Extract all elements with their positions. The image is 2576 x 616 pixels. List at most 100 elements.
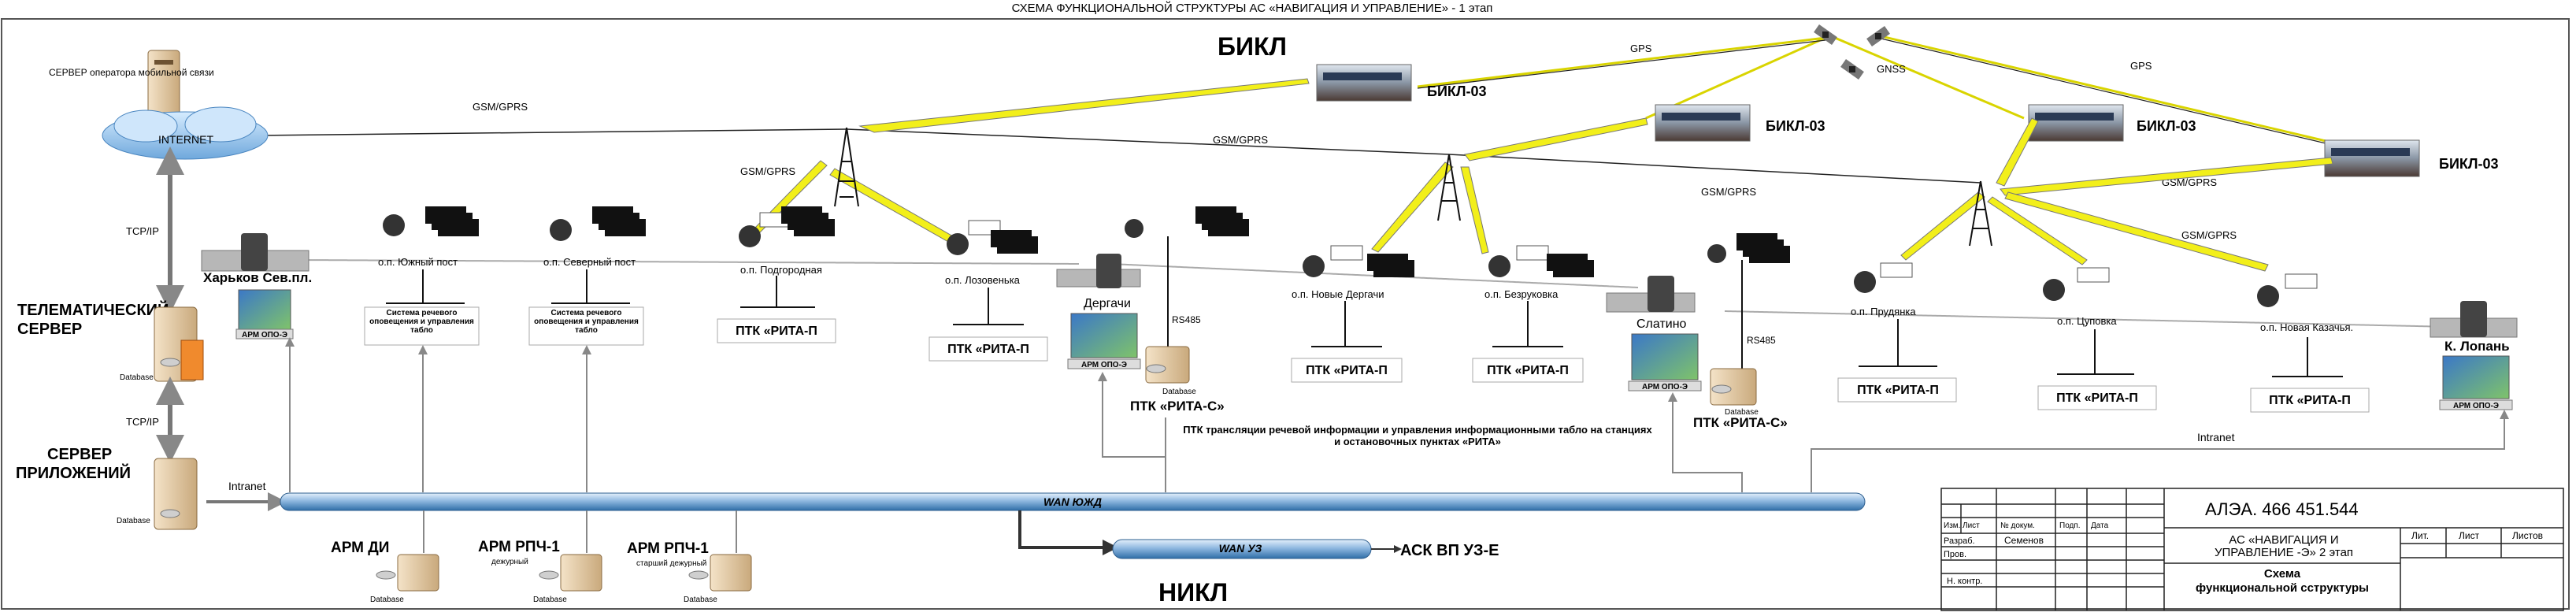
database-label: Database (120, 373, 154, 382)
train-4: БИКЛ-03 (2324, 139, 2499, 177)
gps-links (1417, 33, 2363, 151)
stamp-razrab: Разраб. (1944, 536, 1975, 546)
train-2: БИКЛ-03 (1655, 104, 1825, 142)
stamp-lit: Лит. (2411, 530, 2429, 541)
ask-vp-label: АСК ВП УЗ-Е (1400, 542, 1499, 559)
stop-label: о.п. Безруковка (1484, 288, 1559, 300)
arm-opo-label: АРМ ОПО-Э (1081, 361, 1127, 369)
gps-label-right: GPS (2130, 60, 2152, 72)
diagram-title: СХЕМА ФУНКЦИОНАЛЬНОЙ СТРУКТУРЫ АС «НАВИГ… (1012, 1, 1493, 15)
lightning-bolts (751, 78, 2333, 272)
stop-label: о.п. Южный пост (378, 256, 458, 268)
stop-novaya-kazachya: о.п. Новая Казачья. ПТК «РИТА-П (2250, 273, 2370, 413)
stamp-code: АЛЭА. 466 451.544 (2205, 499, 2359, 519)
stop-label: о.п. Северный пост (543, 256, 636, 268)
stop-lozovenka: о.п. Лозовенька ПТК «РИТА-П (928, 220, 1048, 362)
stop-label: о.п. Подгородная (740, 264, 822, 276)
cell-tower-icon (1969, 180, 1992, 247)
train-label: БИКЛ-03 (1427, 83, 1487, 99)
rs485-label: RS485 (1747, 335, 1776, 346)
ptk-rita-s-label: ПТК «РИТА-С» (1693, 415, 1788, 430)
ptk-rita-p-label: ПТК «РИТА-П (1487, 364, 1569, 377)
stamp-date: Дата (2091, 521, 2109, 530)
stamp-list-h: Лист (2459, 530, 2480, 541)
ptk-rita-p-label: ПТК «РИТА-П (736, 325, 817, 338)
system-box-label: Система речевого оповещения и управления… (369, 309, 474, 335)
stop-label: о.п. Новые Дергачи (1292, 288, 1384, 300)
stamp-list: Лист (1963, 521, 1980, 530)
app-server-label: СЕРВЕР (47, 446, 112, 463)
operator-server: СЕРВЕР оператора мобильной связи (49, 50, 214, 122)
arm-di: АРМ ДИ Database (331, 510, 439, 604)
database-label: Database (684, 596, 717, 604)
arm-rpch-label: АРМ РПЧ-1 (627, 540, 709, 557)
stamp-razrab-name: Семенов (2004, 535, 2044, 546)
stamp-listov: Листов (2512, 530, 2543, 541)
stop-northern-post: о.п. Северный пост Система речевого опов… (528, 206, 646, 492)
rs485-label: RS485 (1172, 314, 1201, 325)
arm-rpch-duty: АРМ РПЧ-1 дежурный Database (478, 510, 602, 604)
wan-yuzhd-label: WAN ЮЖД (1043, 495, 1102, 508)
gps-outlines (1417, 36, 2363, 153)
arm-opo-label: АРМ ОПО-Э (242, 331, 287, 340)
ptk-rita-s-label: ПТК «РИТА-С» (1130, 399, 1225, 414)
satellite-icon (1840, 59, 1864, 80)
ptk-note: ПТК трансляции речевой информации и упра… (1183, 424, 1652, 447)
ptk-rita-p-label: ПТК «РИТА-П (947, 343, 1029, 356)
gps-label-left: GPS (1630, 43, 1652, 54)
stamp-doc: № докум. (2000, 521, 2035, 530)
title-block (1940, 488, 2564, 611)
region-label-bikl: БИКЛ (1218, 32, 1287, 61)
region-label-nikl: НИКЛ (1158, 578, 1228, 607)
gsm-label-tower1: GSM/GPRS (740, 165, 795, 177)
internet-label: INTERNET (158, 133, 213, 146)
intranet-label-left: Intranet (228, 480, 266, 492)
stop-podgorodnaya: о.п. Подгородная ПТК «РИТА-П (717, 206, 836, 343)
stamp-system-line1: АС «НАВИГАЦИЯ И (2229, 533, 2338, 547)
arm-rpch-sub: дежурный (491, 558, 528, 566)
tcpip-label-lower: TCP/IP (126, 416, 159, 428)
ptk-rita-p-label: ПТК «РИТА-П (1306, 364, 1388, 377)
station-slatino: Слатино АРМ ОПО-Э RS485 Database ПТК «РИ… (1606, 233, 1790, 492)
stamp-podp: Подп. (2059, 521, 2081, 530)
stop-southern-post: о.п. Южный пост Система речевого оповеще… (364, 206, 480, 492)
system-box-label: Система речевого оповещения и управления… (534, 309, 639, 335)
diagram-frame (1, 18, 2570, 610)
stamp-nkontr: Н. контр. (1947, 577, 1982, 586)
telematic-server-label-2: СЕРВЕР (17, 321, 82, 338)
stamp-prov: Пров. (1944, 550, 1966, 559)
satellite-icon (1814, 24, 1837, 45)
wan-uz-bus: WAN УЗ (1112, 539, 1372, 559)
station-label: Слатино (1636, 317, 1687, 331)
gsm-label-internet: GSM/GPRS (473, 101, 528, 113)
operator-server-label: СЕРВЕР оператора мобильной связи (49, 67, 214, 78)
stop-label: о.п. Цуповка (2057, 315, 2117, 327)
arm-rpch-sub: старший дежурный (636, 559, 706, 568)
gsm-label-mid: GSM/GPRS (1213, 134, 1268, 146)
wan-uz-label: WAN УЗ (1219, 542, 1262, 555)
stop-label: о.п. Лозовенька (945, 274, 1021, 286)
arm-di-label: АРМ ДИ (331, 540, 389, 556)
stamp-doc-line1: Схема (2264, 567, 2301, 581)
gsm-label-train4: GSM/GPRS (2162, 176, 2217, 188)
station-label: Дергачи (1084, 297, 1131, 310)
train-label: БИКЛ-03 (1766, 118, 1825, 134)
gsm-label-right: GSM/GPRS (2181, 229, 2237, 241)
wan-link-down (1018, 510, 1118, 555)
station-kharkov: Харьков Сев.пл. АРМ ОПО-Э (201, 233, 312, 492)
stop-label: о.п. Прудянка (1851, 306, 1916, 317)
wan-yuzhd-bus: WAN ЮЖД (280, 492, 1866, 511)
database-label: Database (1162, 388, 1196, 396)
station-k-lopan: К. Лопань АРМ ОПО-Э Intranet (1811, 301, 2518, 492)
arm-rpch-senior: АРМ РПЧ-1 старший дежурный Database (627, 510, 752, 604)
stop-label: о.п. Новая Казачья. (2260, 321, 2353, 333)
intranet-label-right: Intranet (2197, 431, 2235, 443)
internet-cloud: INTERNET (102, 106, 269, 160)
ptk-rita-p-label: ПТК «РИТА-П (1857, 384, 1939, 397)
gnss-label: GNSS (1877, 63, 1906, 75)
database-label: Database (117, 517, 150, 525)
satellite-icon (1866, 26, 1890, 46)
stop-tsupovka: о.п. Цуповка ПТК «РИТА-П (2037, 267, 2157, 410)
